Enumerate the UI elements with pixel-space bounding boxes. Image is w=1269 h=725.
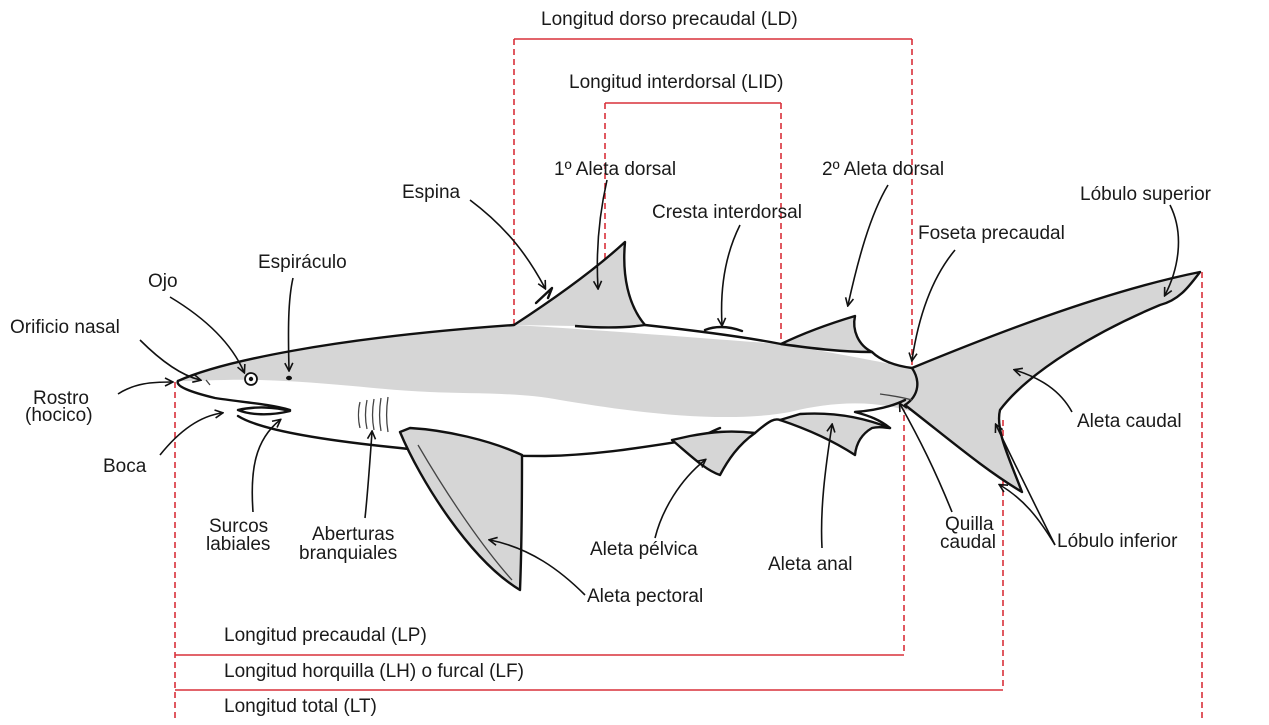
label-lt: Longitud total (LT)	[224, 696, 377, 717]
label-aberturas: Aberturas	[312, 524, 394, 545]
label-labiales: labiales	[206, 534, 270, 555]
label-primera-dorsal: 1º Aleta dorsal	[554, 159, 676, 180]
anal-fin	[780, 414, 890, 455]
pectoral-fin	[400, 428, 522, 590]
label-aleta-pectoral: Aleta pectoral	[587, 586, 703, 607]
eye-pupil	[249, 377, 253, 381]
label-branquiales: branquiales	[299, 543, 397, 564]
label-aleta-anal: Aleta anal	[768, 554, 853, 575]
label-lobulo-superior: Lóbulo superior	[1080, 184, 1212, 205]
first-dorsal-fin	[514, 242, 645, 327]
gill-slits	[359, 397, 389, 432]
label-cresta-interdorsal: Cresta interdorsal	[652, 202, 802, 223]
label-aleta-caudal: Aleta caudal	[1077, 411, 1182, 432]
label-boca: Boca	[103, 456, 147, 477]
label-lobulo-inferior: Lóbulo inferior	[1057, 531, 1178, 552]
label-segunda-dorsal: 2º Aleta dorsal	[822, 159, 944, 180]
mouth-outline	[238, 407, 290, 414]
label-espiraculo: Espiráculo	[258, 252, 347, 273]
caudal-fin	[905, 272, 1200, 492]
pelvic-fin	[672, 432, 755, 475]
nostril	[206, 380, 210, 385]
label-orificio-nasal: Orificio nasal	[10, 317, 120, 338]
label-hocico: (hocico)	[25, 405, 93, 426]
interdorsal-ridge	[705, 327, 742, 331]
snout-outline	[178, 381, 290, 410]
second-dorsal-fin	[781, 316, 872, 352]
label-espina: Espina	[402, 182, 461, 203]
label-ld: Longitud dorso precaudal (LD)	[541, 9, 798, 30]
label-caudal: caudal	[940, 532, 996, 553]
label-lp: Longitud precaudal (LP)	[224, 625, 427, 646]
label-ojo: Ojo	[148, 271, 178, 292]
spiracle	[286, 376, 292, 380]
label-lid: Longitud interdorsal (LID)	[569, 72, 783, 93]
label-foseta-precaudal: Foseta precaudal	[918, 223, 1065, 244]
label-lh: Longitud horquilla (LH) o furcal (LF)	[224, 661, 524, 682]
label-aleta-pelvica: Aleta pélvica	[590, 539, 698, 560]
